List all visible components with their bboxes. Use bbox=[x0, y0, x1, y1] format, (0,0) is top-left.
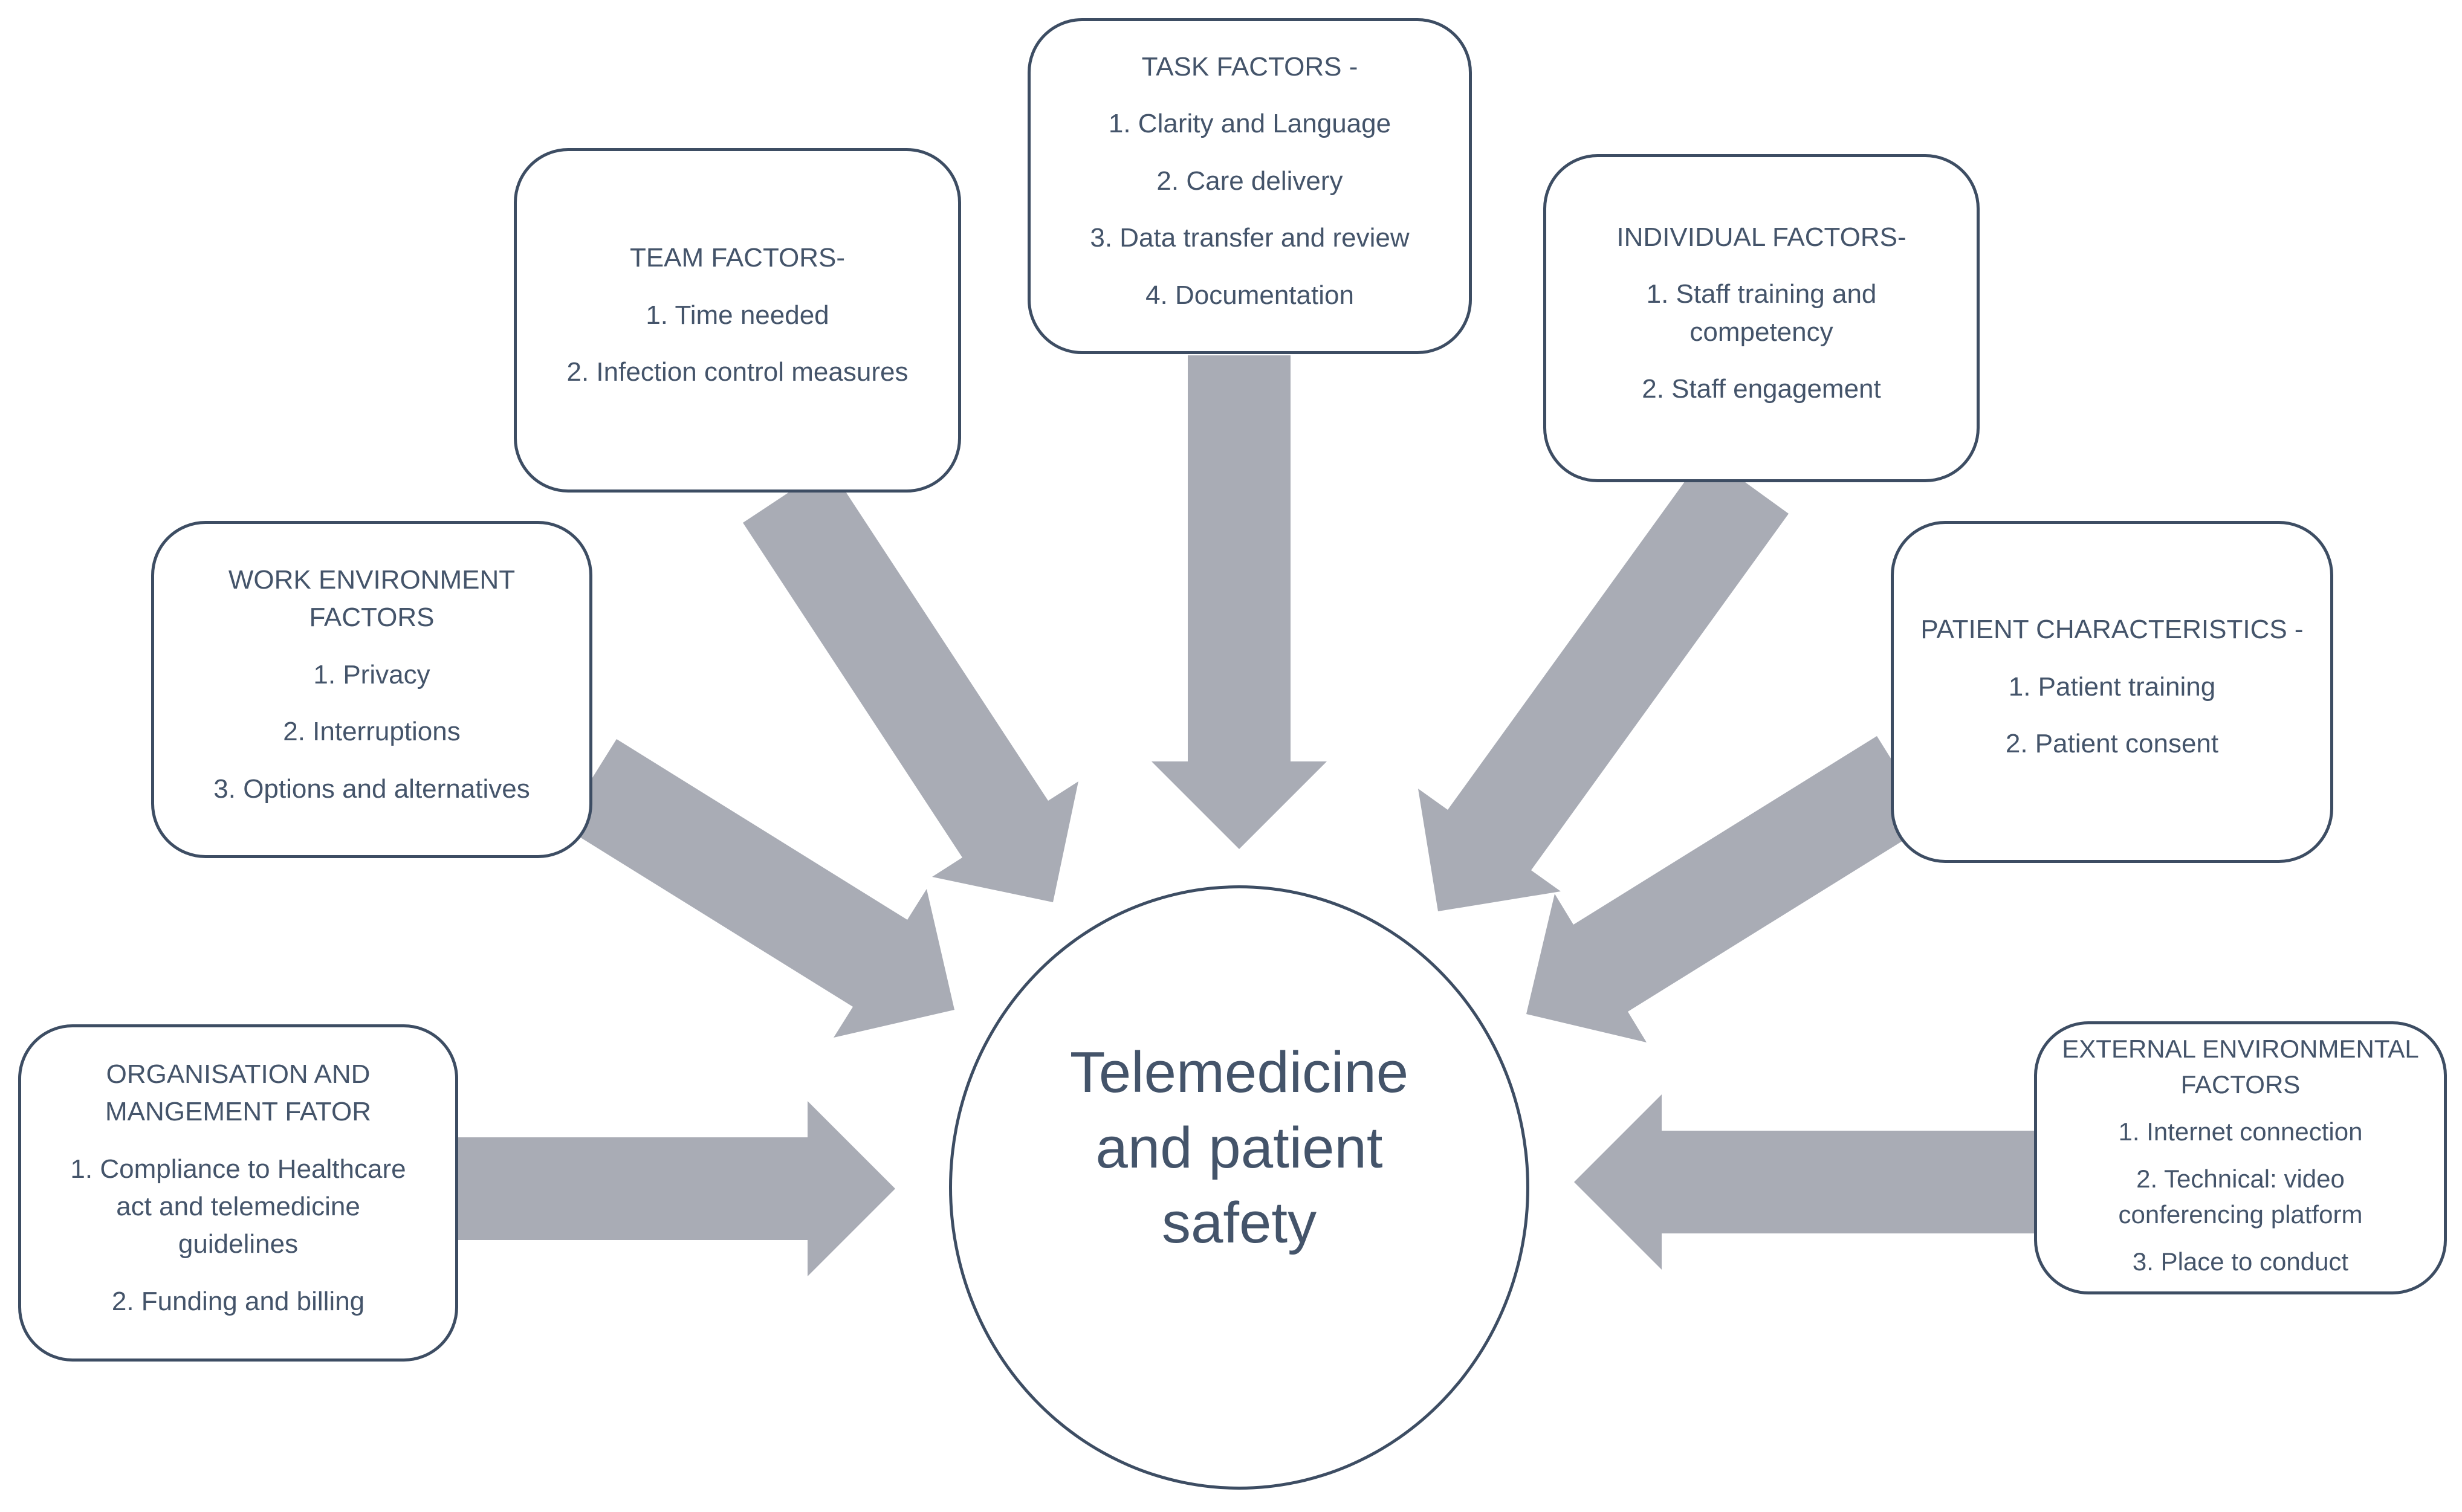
factor-item: 4. Documentation bbox=[1145, 280, 1354, 310]
factor-item: 1. Internet connection bbox=[2118, 1117, 2363, 1146]
arrow-task-to-center bbox=[1152, 355, 1327, 849]
factor-box-title: WORK ENVIRONMENT FACTORS bbox=[228, 564, 516, 633]
factor-box-title: PATIENT CHARACTERISTICS - bbox=[1920, 615, 2304, 645]
arrow-individual-to-center bbox=[1418, 453, 1789, 911]
factor-item: 2. Staff engagement bbox=[1642, 373, 1881, 404]
center-node-telemedicine-and-patient-safety: Telemedicine and patient safety bbox=[949, 885, 1529, 1490]
arrow-patient-characteristics-to-center bbox=[1526, 736, 1931, 1042]
factor-box-title: TASK FACTORS - bbox=[1141, 51, 1358, 82]
factor-item: 2. Patient consent bbox=[2005, 729, 2219, 759]
factor-box-title: ORGANISATION AND MANGEMENT FATOR bbox=[105, 1059, 372, 1127]
factor-box-task-factors: TASK FACTORS - 1. Clarity and Language 2… bbox=[1028, 18, 1472, 354]
arrow-team-to-center bbox=[743, 466, 1078, 902]
factor-item: 3. Options and alternatives bbox=[213, 774, 530, 804]
factor-box-title: TEAM FACTORS- bbox=[629, 243, 846, 273]
factor-item: 2. Care delivery bbox=[1156, 166, 1343, 196]
factor-item: 1. Time needed bbox=[646, 300, 829, 330]
factor-item: 1. Staff training and competency bbox=[1646, 279, 1877, 347]
factor-box-organisation-and-management: ORGANISATION AND MANGEMENT FATOR 1. Comp… bbox=[18, 1024, 458, 1362]
factor-item: 2. Infection control measures bbox=[566, 357, 909, 387]
factor-box-patient-characteristics: PATIENT CHARACTERISTICS - 1. Patient tra… bbox=[1891, 521, 2333, 863]
factor-box-work-environment-factors: WORK ENVIRONMENT FACTORS 1. Privacy 2. I… bbox=[151, 521, 592, 858]
arrow-external-to-center bbox=[1574, 1094, 2034, 1270]
factor-item: 2. Interruptions bbox=[283, 717, 461, 747]
factor-item: 2. Technical: video conferencing platfor… bbox=[2118, 1164, 2363, 1229]
factor-item: 1. Clarity and Language bbox=[1108, 109, 1391, 139]
center-node-label: Telemedicine and patient safety bbox=[1069, 1039, 1409, 1256]
factor-item: 1. Compliance to Healthcare act and tele… bbox=[70, 1154, 406, 1259]
arrow-work-environment-to-center bbox=[562, 739, 954, 1038]
factor-item: 3. Place to conduct bbox=[2132, 1247, 2349, 1276]
arrow-organisation-to-center bbox=[458, 1101, 895, 1276]
factor-box-team-factors: TEAM FACTORS- 1. Time needed 2. Infectio… bbox=[514, 148, 961, 493]
factor-box-title: INDIVIDUAL FACTORS- bbox=[1616, 222, 1906, 252]
factor-box-external-environmental-factors: EXTERNAL ENVIRONMENTAL FACTORS 1. Intern… bbox=[2034, 1021, 2447, 1294]
factor-item: 2. Funding and billing bbox=[111, 1286, 365, 1316]
factor-item: 1. Patient training bbox=[2008, 671, 2216, 702]
factor-item: 1. Privacy bbox=[313, 659, 430, 690]
factor-box-title: EXTERNAL ENVIRONMENTAL FACTORS bbox=[2062, 1034, 2419, 1099]
factor-box-individual-factors: INDIVIDUAL FACTORS- 1. Staff training an… bbox=[1543, 154, 1980, 482]
factor-item: 3. Data transfer and review bbox=[1090, 223, 1410, 253]
